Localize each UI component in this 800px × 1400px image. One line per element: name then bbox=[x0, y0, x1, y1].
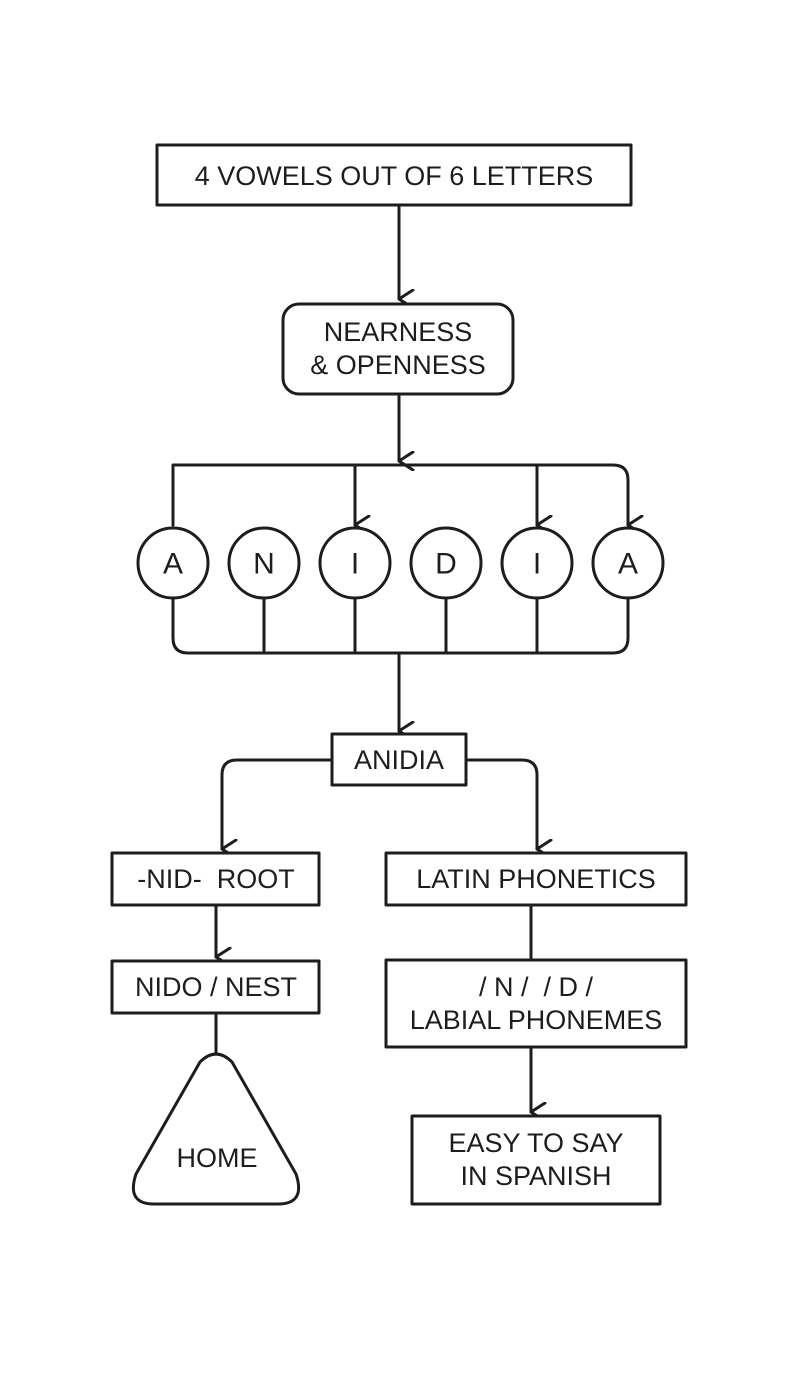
letter-label: N bbox=[253, 548, 275, 581]
node-nid-root: -NID- ROOT bbox=[110, 851, 321, 907]
merge-bar-bottom bbox=[171, 597, 630, 655]
connectors bbox=[171, 204, 630, 1112]
letter-label: A bbox=[163, 548, 183, 581]
arrow-anidia-to-nid-root bbox=[220, 758, 333, 849]
letter-circle-n: N bbox=[227, 526, 301, 600]
node-nearness-line-2: & OPENNESS bbox=[310, 350, 486, 380]
node-top-label: 4 VOWELS OUT OF 6 LETTERS bbox=[195, 161, 594, 191]
letter-label: A bbox=[618, 548, 638, 581]
node-labial-line-2: LABIAL PHONEMES bbox=[410, 1005, 663, 1035]
node-labial-line-1: / N / / D / bbox=[479, 972, 594, 1002]
node-nido-nest-label: NIDO / NEST bbox=[135, 972, 297, 1002]
node-top: 4 VOWELS OUT OF 6 LETTERS bbox=[155, 143, 633, 207]
letter-circle-i-1: I bbox=[318, 526, 392, 600]
node-nido-nest: NIDO / NEST bbox=[110, 959, 321, 1015]
letter-label: D bbox=[435, 548, 457, 581]
node-anidia-label: ANIDIA bbox=[354, 745, 444, 775]
node-nearness: NEARNESS & OPENNESS bbox=[281, 302, 515, 396]
letter-row: A N I D I A bbox=[136, 526, 665, 600]
node-home: HOME bbox=[131, 1052, 301, 1206]
node-anidia: ANIDIA bbox=[330, 732, 468, 787]
node-nearness-line-1: NEARNESS bbox=[324, 317, 473, 347]
node-latin-phonetics: LATIN PHONETICS bbox=[384, 851, 688, 907]
letter-circle-a-1: A bbox=[136, 526, 210, 600]
letter-circle-d: D bbox=[409, 526, 483, 600]
node-home-label: HOME bbox=[177, 1143, 258, 1173]
node-easy-line-2: IN SPANISH bbox=[460, 1161, 611, 1191]
arrow-anidia-to-latin bbox=[464, 758, 537, 849]
letter-label: I bbox=[351, 548, 359, 581]
letter-circle-i-2: I bbox=[500, 526, 574, 600]
branch-bar-top bbox=[171, 463, 628, 525]
node-labial-phonemes: / N / / D / LABIAL PHONEMES bbox=[384, 958, 688, 1049]
node-easy-line-1: EASY TO SAY bbox=[448, 1128, 623, 1158]
node-latin-phonetics-label: LATIN PHONETICS bbox=[416, 864, 656, 894]
letter-circle-a-2: A bbox=[591, 526, 665, 600]
letter-label: I bbox=[533, 548, 541, 581]
node-nid-root-label: -NID- ROOT bbox=[137, 864, 294, 894]
node-easy-to-say: EASY TO SAY IN SPANISH bbox=[410, 1114, 662, 1206]
